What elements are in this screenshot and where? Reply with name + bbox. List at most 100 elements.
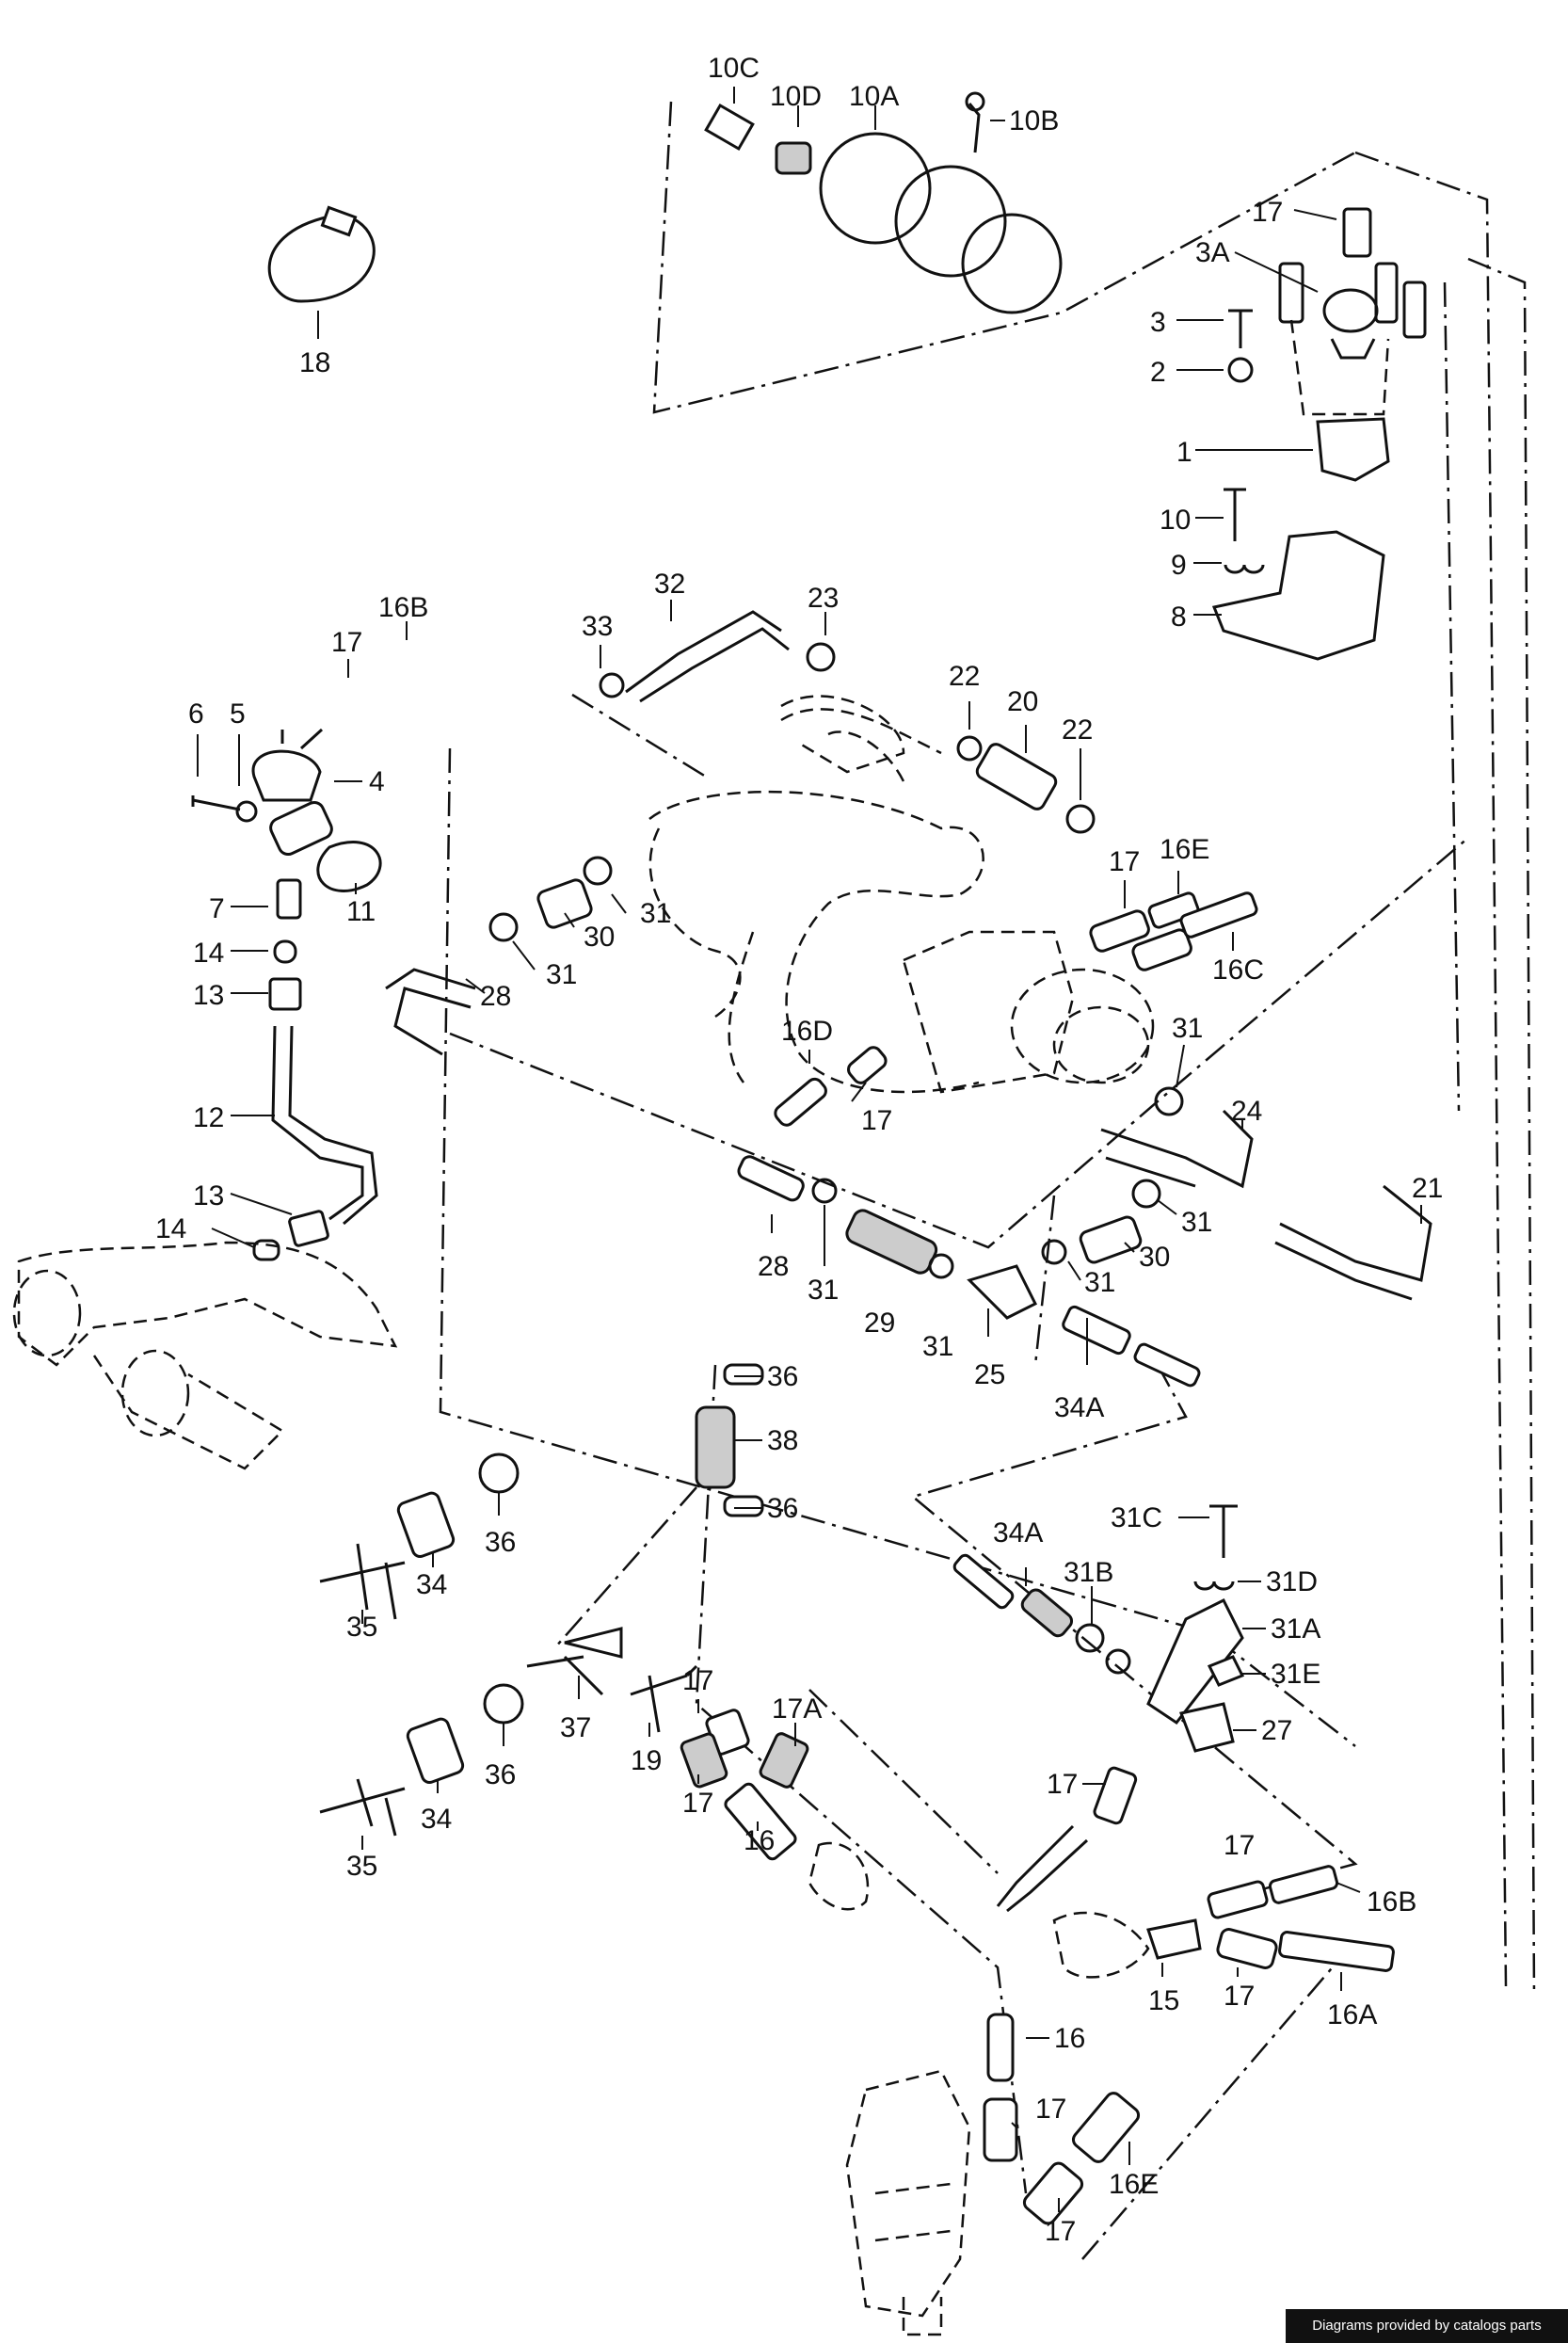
callout-17-mid-right: 17	[1109, 846, 1140, 877]
bracket-31a-group	[952, 1504, 1245, 1913]
callout-7: 7	[209, 893, 225, 924]
callout-37: 37	[560, 1712, 591, 1743]
callout: 16B	[1336, 1882, 1416, 1918]
callout: 15	[1148, 1963, 1179, 2016]
callout-30-lower: 30	[1139, 1242, 1170, 1273]
callout-36-mid: 36	[767, 1493, 798, 1524]
callout: 34A	[1054, 1318, 1104, 1423]
callout-17-top: 17	[1252, 197, 1283, 228]
callout: 36	[485, 1492, 516, 1558]
callout-16A: 16A	[1327, 1999, 1377, 2030]
callout: 16E	[1109, 2142, 1159, 2200]
callout-25: 25	[974, 1359, 1005, 1390]
callout: 18	[299, 311, 330, 378]
callout: 9	[1171, 550, 1222, 581]
callout-28-upper: 28	[480, 981, 511, 1012]
callout-34-lower: 34	[421, 1804, 452, 1835]
callout-24: 24	[1231, 1096, 1262, 1127]
callout: 14	[193, 938, 268, 969]
callout-10D: 10D	[770, 81, 822, 112]
callout-31E: 31E	[1271, 1659, 1320, 1690]
callout: 31	[1172, 1013, 1203, 1088]
callout-31-upper-a: 31	[640, 898, 671, 929]
hoses-middle	[385, 735, 1432, 1388]
callout: 17	[1011, 2094, 1066, 2128]
callout-32: 32	[654, 569, 685, 600]
callout: 16B	[378, 592, 428, 640]
callout: 23	[808, 583, 839, 635]
callout: 31D	[1238, 1566, 1318, 1597]
callout-36-lower: 36	[485, 1759, 516, 1790]
callout: 17	[331, 627, 362, 678]
callout-20: 20	[1007, 686, 1038, 717]
callout: 22	[1062, 714, 1093, 800]
callout-31D: 31D	[1266, 1566, 1318, 1597]
callout: 28	[758, 1214, 789, 1282]
callout-10B: 10B	[1009, 105, 1059, 136]
callout: 30	[1124, 1242, 1170, 1273]
callout: 35	[346, 1836, 377, 1882]
callout-17A: 17A	[772, 1693, 822, 1725]
callout: 17	[1224, 1967, 1255, 2012]
callout-33: 33	[582, 611, 613, 642]
callout: 10A	[849, 81, 899, 130]
callout-35-upper: 35	[346, 1612, 377, 1643]
callout: 6	[188, 698, 204, 777]
callout-34A-lower: 34A	[993, 1517, 1043, 1549]
callout-10: 10	[1160, 505, 1191, 536]
callout: 31	[512, 940, 577, 990]
callout-30-upper: 30	[584, 922, 615, 953]
callout: 31	[1157, 1199, 1212, 1238]
callout: 10C	[708, 53, 760, 104]
callout: 22	[949, 661, 980, 730]
callout: 25	[974, 1308, 1005, 1390]
callout-31-right-a: 31	[1172, 1013, 1203, 1044]
callout-6: 6	[188, 698, 204, 730]
callout: 17	[1224, 1830, 1255, 1861]
callout: 11	[346, 883, 376, 927]
callout: 32	[654, 569, 685, 621]
callout-31C: 31C	[1111, 1502, 1162, 1533]
callout-17-bottom-a: 17	[1035, 2094, 1066, 2125]
callout: 17	[682, 1665, 713, 1713]
callout-16E-bottom: 16E	[1109, 2169, 1159, 2200]
callout-34A-top: 34A	[1054, 1392, 1104, 1423]
callout: 21	[1412, 1173, 1443, 1224]
callout: 29	[864, 1308, 895, 1339]
callout: 16A	[1327, 1972, 1377, 2030]
callout-21: 21	[1412, 1173, 1443, 1204]
callout: 17A	[772, 1693, 822, 1746]
hose-32	[599, 610, 905, 774]
callout-8: 8	[1171, 602, 1187, 633]
callout-17-left: 17	[331, 627, 362, 658]
callout: 16D	[781, 1016, 833, 1064]
callout-4: 4	[369, 766, 385, 797]
callout-3A: 3A	[1195, 237, 1230, 268]
callout: 16	[744, 1821, 775, 1856]
lower-right-hoses	[808, 1841, 1395, 1979]
callout: 17	[682, 1774, 713, 1819]
callout-38: 38	[767, 1425, 798, 1456]
callout-31-lower-a: 31	[808, 1275, 839, 1306]
callout: 16C	[1212, 932, 1264, 986]
callout-5: 5	[230, 698, 246, 730]
callout: 4	[334, 766, 385, 797]
callout: 30	[564, 912, 615, 953]
callout-22-left: 22	[949, 661, 980, 692]
callout: 17	[851, 1082, 892, 1136]
callout-17-mid: 17	[861, 1105, 892, 1136]
callout: 31C	[1111, 1502, 1209, 1533]
callout-23: 23	[808, 583, 839, 614]
callout: 16E	[1160, 834, 1209, 894]
callout: 17	[1045, 2198, 1076, 2247]
callout-31-lower-c: 31	[1084, 1267, 1115, 1298]
callout-27: 27	[1261, 1715, 1292, 1746]
callout: 12	[193, 1102, 275, 1133]
callout: 14	[155, 1213, 255, 1248]
callout-31-upper-b: 31	[546, 959, 577, 990]
callout-12: 12	[193, 1102, 224, 1133]
callout-17-lower-e: 17	[1224, 1981, 1255, 2012]
callout-31-lower-b: 31	[922, 1331, 953, 1362]
callout: 36	[734, 1493, 798, 1524]
